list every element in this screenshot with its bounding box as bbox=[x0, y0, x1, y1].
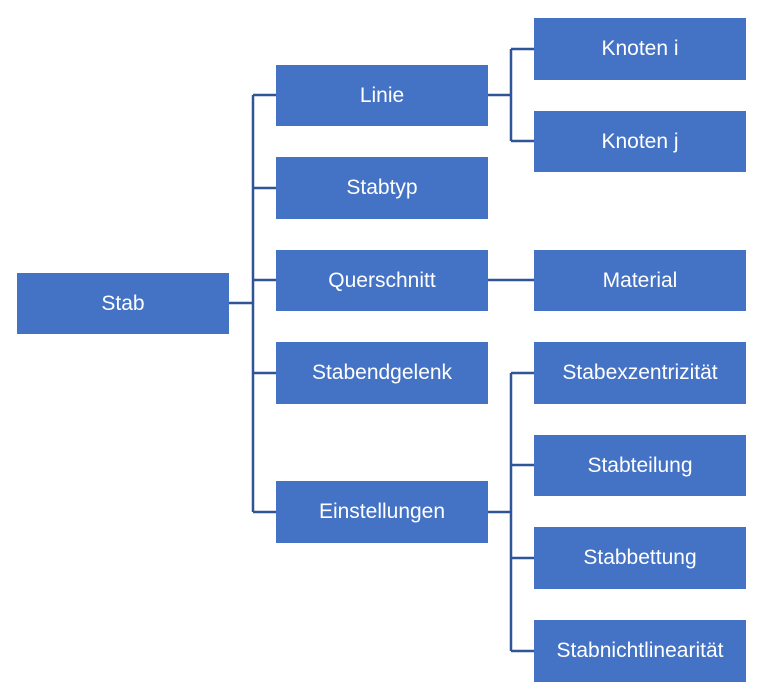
node-label: Stabtyp bbox=[346, 176, 418, 199]
node-stabbettung: Stabbettung bbox=[534, 527, 746, 589]
connector-linie-children bbox=[488, 47, 534, 143]
node-label: Knoten i bbox=[601, 37, 679, 60]
node-label: Linie bbox=[359, 83, 405, 107]
node-label: Stabteilung bbox=[587, 453, 693, 477]
node-knoten-j: Knoten j bbox=[534, 111, 746, 172]
node-stabexzentrizitaet: Stabexzentrizität bbox=[534, 342, 746, 404]
node-linie: Linie bbox=[276, 65, 488, 126]
node-label: Stabendgelenk bbox=[311, 361, 453, 384]
node-label: Material bbox=[602, 268, 678, 292]
node-label: Stabexzentrizität bbox=[562, 361, 718, 384]
node-label: Einstellungen bbox=[318, 500, 446, 523]
node-stabteilung: Stabteilung bbox=[534, 435, 746, 496]
node-stab: Stab bbox=[17, 273, 229, 334]
node-stabnichtlinearitaet: Stabnichtlinearität bbox=[534, 620, 746, 682]
node-material: Material bbox=[534, 250, 746, 311]
connector-einstellungen-children bbox=[488, 371, 534, 653]
node-einstellungen: Einstellungen bbox=[276, 481, 488, 543]
connector-stab-children bbox=[229, 93, 276, 514]
node-stabtyp: Stabtyp bbox=[276, 157, 488, 219]
node-label: Knoten j bbox=[601, 129, 679, 153]
node-label: Stabbettung bbox=[583, 546, 697, 569]
node-knoten-i: Knoten i bbox=[534, 18, 746, 80]
node-stabendgelenk: Stabendgelenk bbox=[276, 342, 488, 404]
node-querschnitt: Querschnitt bbox=[276, 250, 488, 311]
node-label: Stabnichtlinearität bbox=[556, 639, 724, 662]
node-label: Stab bbox=[101, 291, 145, 315]
node-label: Querschnitt bbox=[328, 268, 436, 292]
